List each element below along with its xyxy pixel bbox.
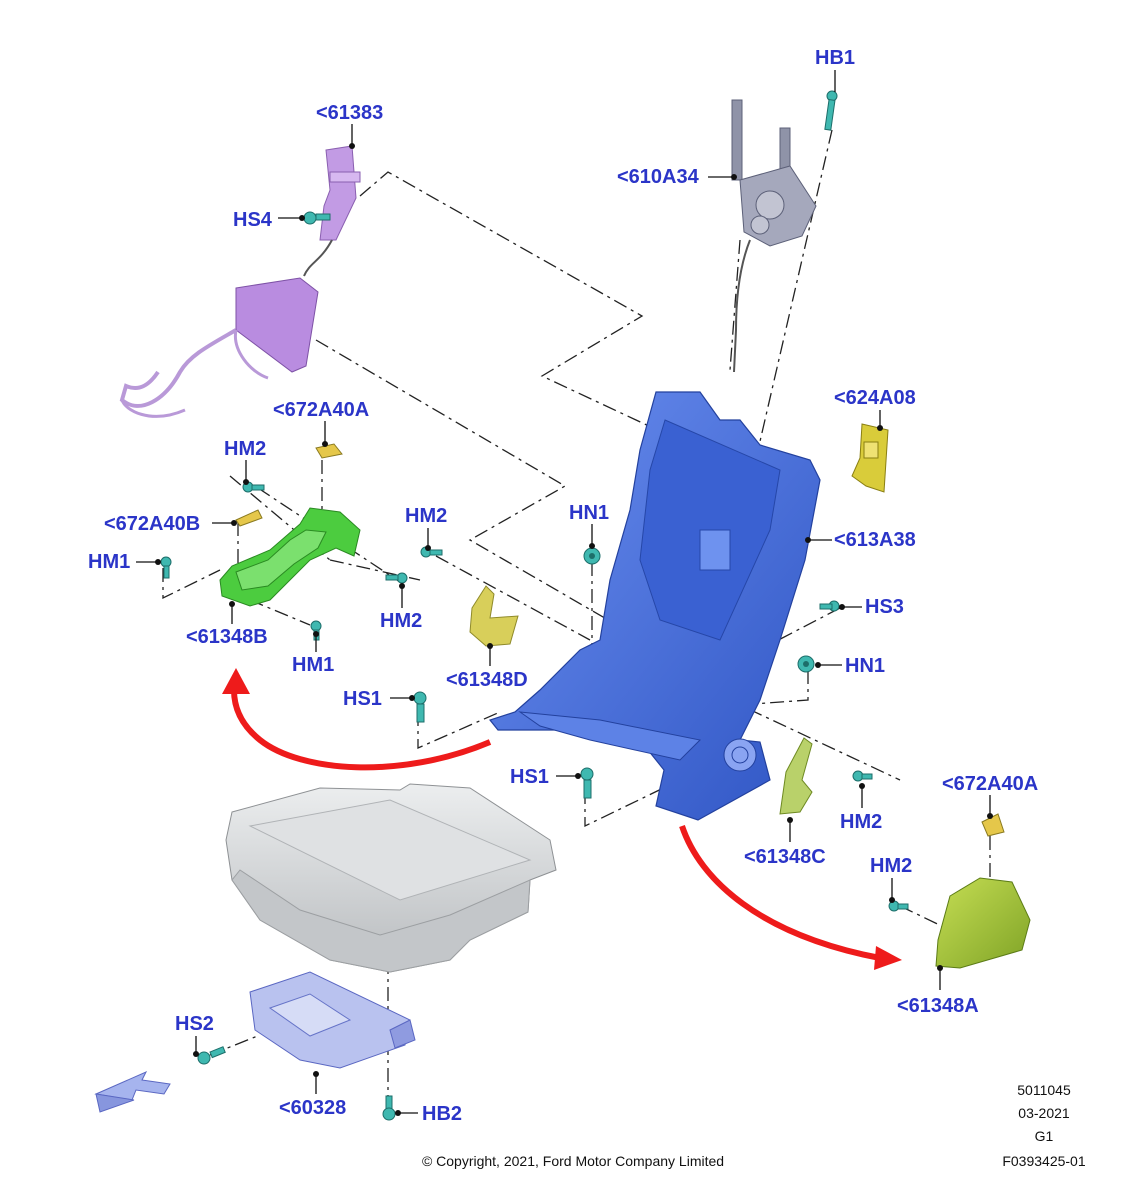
hinge-cover-bracket [851, 423, 889, 493]
cushion-bracket [249, 971, 416, 1069]
label-672a40a-top: <672A40A [273, 399, 369, 421]
bolt-hb1 [824, 90, 838, 131]
diagram-date: 03-2021 [1018, 1105, 1070, 1121]
label-hm2-b: HM2 [405, 505, 447, 527]
label-624a08: <624A08 [834, 387, 916, 409]
bolt-hm2-b [420, 546, 443, 558]
red-arrow-left [222, 668, 492, 771]
diagram-number: 5011045 [1017, 1082, 1071, 1098]
label-hn1-a: HN1 [569, 502, 609, 524]
label-61348b: <61348B [186, 626, 268, 648]
label-hm2-c: HM2 [380, 610, 422, 632]
label-hs3: HS3 [865, 596, 904, 618]
red-arrow-right [679, 825, 902, 970]
label-hn1-b: HN1 [845, 655, 885, 677]
yellow-trim-cover [469, 585, 519, 647]
nut-hn1-a [583, 547, 601, 565]
label-hm2-d: HM2 [840, 811, 882, 833]
diagram-footer: 5011045 03-2021 G1 F0393425-01 © Copyrig… [422, 1082, 1086, 1169]
label-hs4: HS4 [233, 209, 273, 231]
bolt-hs4 [303, 211, 331, 225]
green-trim-cover [219, 507, 361, 607]
label-610a34: <610A34 [617, 166, 700, 188]
leader-lines [136, 70, 993, 1116]
label-672a40b: <672A40B [104, 513, 200, 535]
figure-id: F0393425-01 [1002, 1153, 1086, 1169]
label-60328: <60328 [279, 1097, 346, 1119]
label-61348d: <61348D [446, 669, 528, 691]
seat-cushion [225, 783, 557, 973]
bolt-hs1-a [413, 691, 427, 723]
bolt-hs3 [819, 600, 840, 612]
bolt-hs2 [197, 1046, 226, 1065]
label-hs1-b: HS1 [510, 766, 549, 788]
label-hm2-e: HM2 [870, 855, 912, 877]
large-olive-trim-cover [935, 877, 1031, 969]
seat-latch-mechanism [731, 99, 817, 373]
label-hb2: HB2 [422, 1103, 462, 1125]
retainer-clips [235, 443, 1005, 837]
olive-trim-strip [779, 737, 813, 815]
callout-labels: HB1 <61383 <610A34 HS4 <672A40A <624A08 … [88, 47, 1038, 1125]
label-hs1-a: HS1 [343, 688, 382, 710]
bolt-hm2-c [385, 572, 408, 584]
label-61383: <61383 [316, 102, 383, 124]
label-672a40a-right: <672A40A [942, 773, 1038, 795]
label-hm1-a: HM1 [88, 551, 130, 573]
nut-hn1-b [797, 655, 815, 673]
seat-wiring-harness [119, 145, 361, 418]
label-61348a: <61348A [897, 995, 979, 1017]
label-hb1: HB1 [815, 47, 855, 69]
fasteners [160, 90, 909, 1121]
diagram-variant: G1 [1035, 1128, 1054, 1144]
vehicle-front-direction-arrow [94, 1070, 171, 1113]
bolt-hm2-d [852, 770, 873, 782]
bolt-hs1-b [580, 767, 594, 799]
label-61348c: <61348C [744, 846, 826, 868]
copyright-notice: © Copyright, 2021, Ford Motor Company Li… [422, 1153, 724, 1169]
label-613a38: <613A38 [834, 529, 916, 551]
seat-back-frame [488, 391, 821, 821]
label-hs2: HS2 [175, 1013, 214, 1035]
bolt-hb2 [382, 1095, 396, 1121]
label-hm1-b: HM1 [292, 654, 334, 676]
label-hm2-a: HM2 [224, 438, 266, 460]
